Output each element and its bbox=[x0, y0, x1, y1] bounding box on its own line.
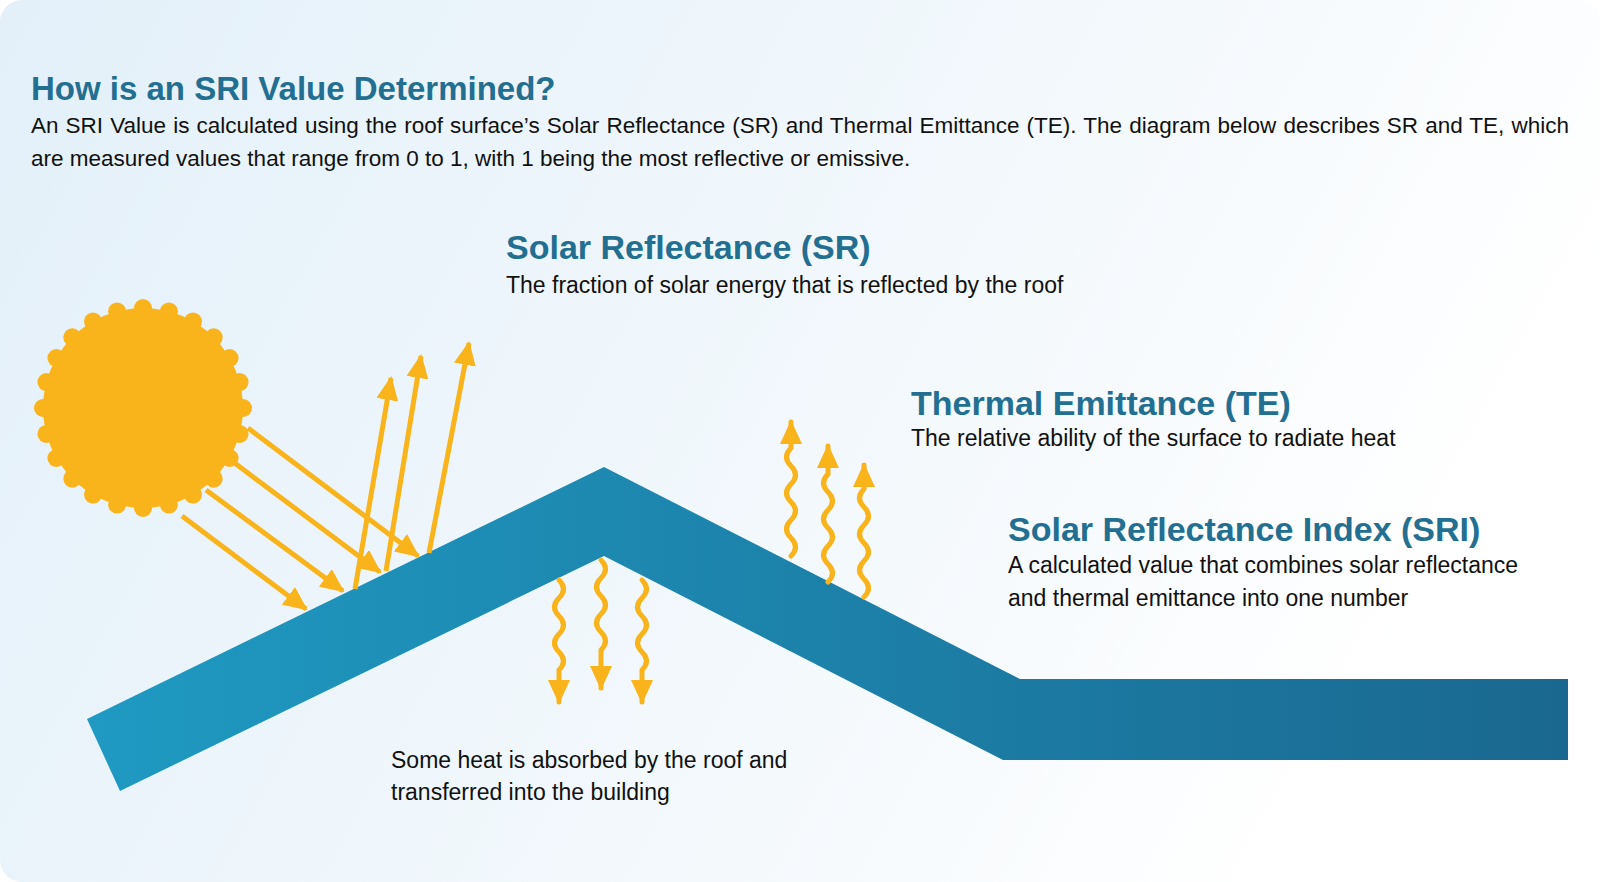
sun-ray bbox=[160, 496, 178, 514]
sun-ray bbox=[108, 302, 126, 320]
diagram-title: How is an SRI Value Determined? bbox=[31, 68, 931, 110]
sun-ray bbox=[134, 499, 152, 517]
sun-ray bbox=[231, 373, 249, 391]
sun-symbol bbox=[34, 299, 252, 517]
annotation-note: Some heat is absorbed by the roof and tr… bbox=[391, 744, 831, 808]
sun-ray bbox=[205, 470, 223, 488]
section-body: A calculated value that combines solar r… bbox=[1008, 549, 1528, 614]
section-body: The fraction of solar energy that is ref… bbox=[506, 270, 1086, 302]
solar-ray-arrow bbox=[206, 490, 343, 591]
sun-ray bbox=[134, 299, 152, 317]
sun-ray bbox=[63, 470, 81, 488]
reflected-arrows bbox=[355, 343, 469, 589]
wavy-heat-arrow bbox=[860, 465, 869, 597]
wavy-heat-arrow bbox=[597, 560, 606, 688]
sun-disc bbox=[43, 308, 243, 508]
solar-ray-arrow bbox=[228, 458, 380, 572]
wavy-heat-arrow bbox=[555, 580, 564, 702]
reflected-ray-arrow bbox=[429, 343, 469, 553]
wavy-heat-arrow bbox=[824, 446, 833, 582]
section-heading: Solar Reflectance Index (SRI) bbox=[1008, 508, 1588, 551]
sun-ray bbox=[221, 349, 239, 367]
sun-ray bbox=[63, 328, 81, 346]
sun-ray bbox=[84, 312, 102, 330]
sun-ray bbox=[184, 486, 202, 504]
wavy-heat-arrow bbox=[787, 422, 796, 556]
sun-ray bbox=[37, 373, 55, 391]
incoming-solar-arrows bbox=[182, 428, 418, 609]
solar-ray-arrow bbox=[182, 516, 306, 609]
sun-ray bbox=[47, 449, 65, 467]
reflected-ray-arrow bbox=[386, 356, 421, 571]
sun-ray bbox=[184, 312, 202, 330]
sun-ray bbox=[34, 399, 52, 417]
sun-ray bbox=[231, 425, 249, 443]
sun-ray bbox=[234, 399, 252, 417]
sun-ray bbox=[205, 328, 223, 346]
absorbed-heat-arrows bbox=[555, 560, 647, 702]
reflected-ray-arrow bbox=[355, 378, 391, 589]
section-body: The relative ability of the surface to r… bbox=[911, 423, 1571, 455]
intro-paragraph: An SRI Value is calculated using the roo… bbox=[31, 109, 1569, 175]
wavy-heat-arrow bbox=[638, 580, 647, 702]
section-heading: Solar Reflectance (SR) bbox=[506, 226, 1206, 269]
section-heading: Thermal Emittance (TE) bbox=[911, 382, 1571, 425]
sun-ray bbox=[160, 302, 178, 320]
sun-ray bbox=[84, 486, 102, 504]
sun-ray bbox=[37, 425, 55, 443]
emitted-heat-arrows bbox=[787, 422, 869, 597]
sun-ray bbox=[108, 496, 126, 514]
sun-ray bbox=[47, 349, 65, 367]
